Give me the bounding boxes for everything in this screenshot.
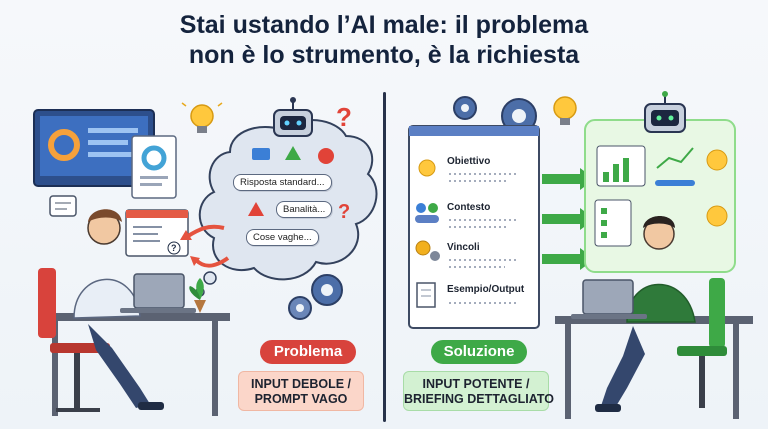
chat-icon [49,195,77,217]
thought-bubble-banalita: Banalità... [276,201,333,218]
brief-section-objective: Obiettivo [447,156,491,167]
triangle-icon [285,146,301,160]
chart-icon [655,147,695,186]
solution-note: INPUT POTENTE / BRIEFING DETTAGLIATO [403,371,554,411]
thought-bubble-standard: Risposta standard... [233,174,332,191]
page-title: Stai ustando l’AI male: il problema non … [0,10,768,70]
problem-note-line-2: PROMPT VAGO [254,392,348,406]
people-icon [415,203,439,223]
thought-bubble-vaghe: Cose vaghe... [246,229,319,246]
problem-illustration: ? ? ? [33,97,378,416]
brief-section-output: Esempio/Output [447,284,525,295]
solution-note-line-1: INPUT POTENTE / [422,377,530,391]
problem-note-line-1: INPUT DEBOLE / [250,377,351,391]
svg-text:?: ? [171,243,177,253]
solution-panel: Obiettivo Contesto Vincoli Esempio/Outpu… [387,88,768,429]
center-divider [383,92,386,422]
dashboard-screen-icon [33,109,155,187]
lightbulb-icon [553,96,577,125]
question-mark-icon: ? [338,201,350,223]
laptop-icon [120,273,196,313]
red-arrow-icon [180,224,230,268]
robot-icon [644,91,686,133]
person-icon [595,216,696,412]
coins-icon [415,240,440,261]
plant-icon [189,278,206,313]
lightbulb-icon [706,149,728,227]
problem-badge: Problema [260,340,356,364]
chair-icon [677,278,727,408]
warning-icon [248,202,264,216]
title-line-1: Stai ustando l’AI male: il problema [179,11,589,39]
solution-badge: Soluzione [431,340,527,364]
laptop-icon [571,279,647,319]
lightbulb-icon [418,159,436,177]
problem-panel: ? ? ? [0,88,382,429]
chart-card-icon [131,135,177,199]
solution-illustration [408,91,753,419]
desk-icon [40,313,230,416]
circle-icon [318,148,334,164]
problem-note: INPUT DEBOLE / PROMPT VAGO [238,371,364,411]
document-icon [416,282,436,308]
speech-bubble-icon [252,148,270,160]
solution-note-line-2: BRIEFING DETTAGLIATO [404,392,554,406]
title-line-2: non è lo strumento, è la richiesta [188,41,580,69]
briefing-document [408,125,540,329]
brief-section-context: Contesto [447,202,491,213]
brief-section-constraints: Vincoli [447,242,480,253]
robot-icon [273,97,313,137]
lightbulb-icon [181,102,223,133]
gear-icon [288,274,343,320]
question-mark-icon: ? [336,102,352,132]
browser-window-icon: ? [125,209,189,257]
gear-icon [453,96,537,134]
